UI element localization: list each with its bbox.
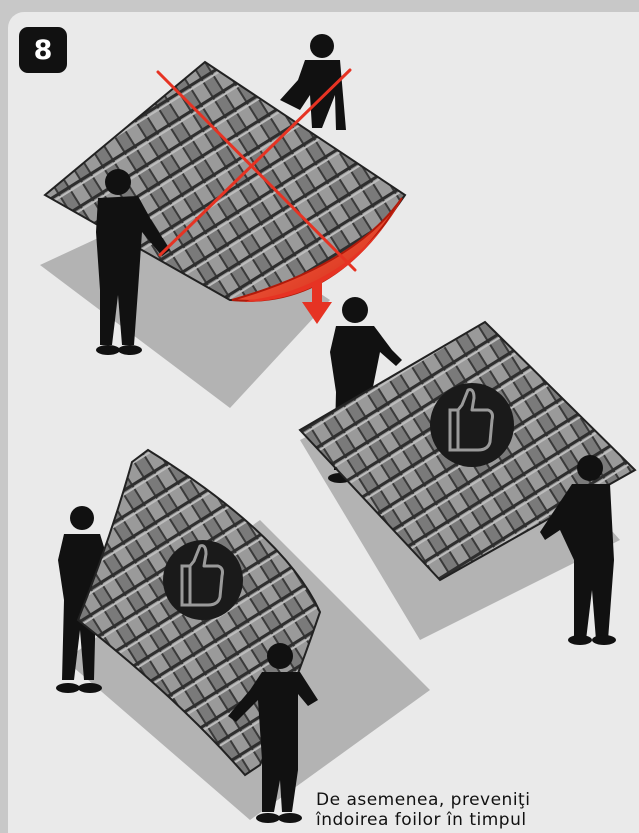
thumbs-up-icon bbox=[163, 540, 243, 620]
caption-line-1: De asemenea, preveniţi bbox=[316, 790, 636, 810]
thumbs-up-icon bbox=[430, 383, 514, 467]
scene-correct-upright-carry bbox=[56, 450, 320, 823]
caption-line-2: îndoirea foilor în timpul bbox=[316, 810, 636, 830]
caption-text: De asemenea, preveniţi îndoirea foilor î… bbox=[316, 790, 636, 830]
step-number-badge: 8 bbox=[19, 27, 67, 73]
